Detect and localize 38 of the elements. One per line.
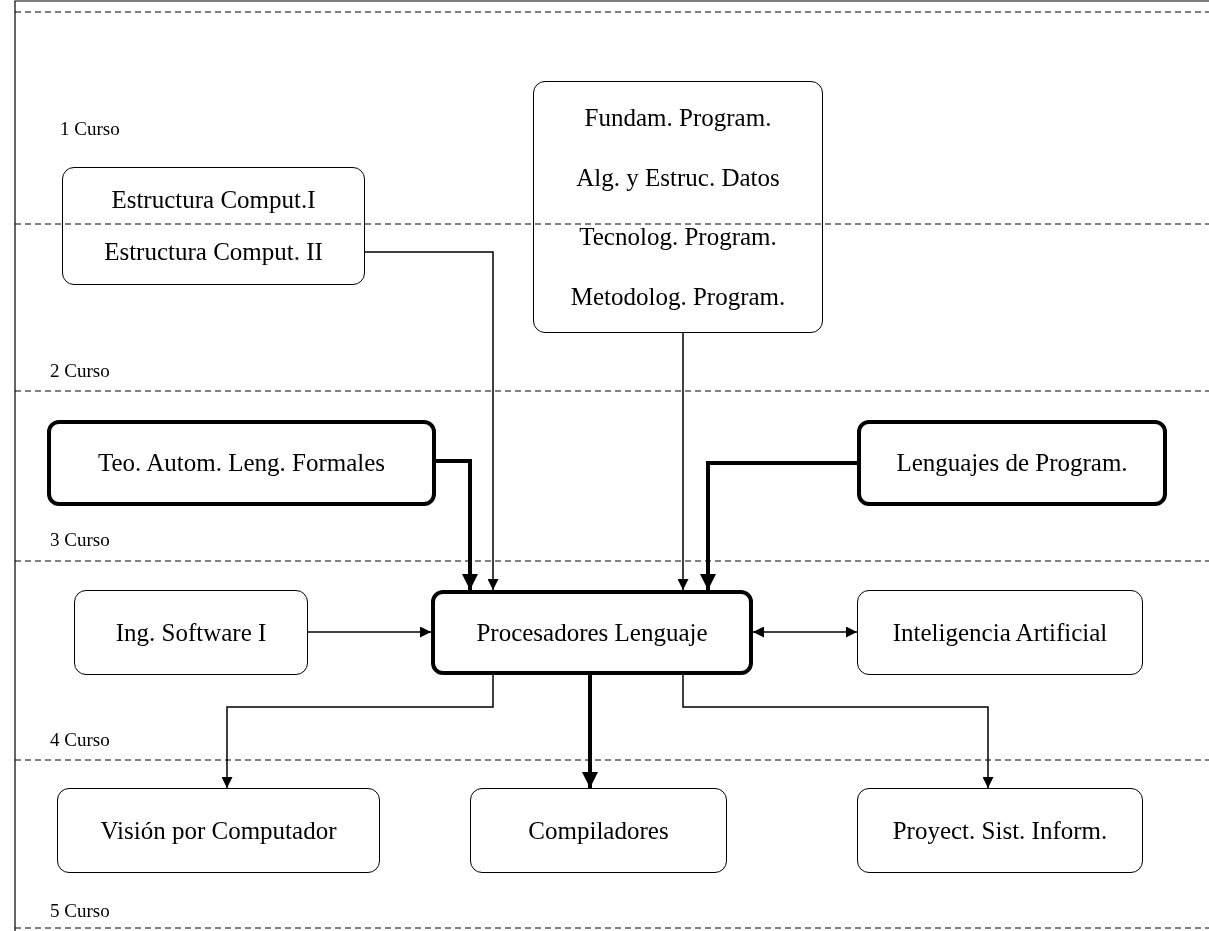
course-name: Tecnolog. Program. xyxy=(579,223,777,251)
course-box xyxy=(57,788,380,873)
course-name: Inteligencia Artificial xyxy=(892,618,1108,647)
course-name: Ing. Software I xyxy=(115,618,267,647)
course-name: Teo. Autom. Leng. Formales xyxy=(97,449,386,477)
arrow xyxy=(582,675,598,788)
course-name: Estructura Comput. II xyxy=(104,238,323,266)
course-box xyxy=(533,81,823,333)
arrow xyxy=(682,674,994,789)
course-year-label: 4 Curso xyxy=(50,729,110,751)
course-name: Alg. y Estruc. Datos xyxy=(576,163,780,191)
course-box xyxy=(47,420,436,506)
course-name: Visión por Computador xyxy=(100,816,337,845)
course-year-label: 3 Curso xyxy=(50,529,110,551)
course-box xyxy=(857,590,1143,675)
arrow xyxy=(677,332,689,591)
course-box xyxy=(74,590,308,675)
arrow xyxy=(700,461,857,590)
course-name: Estructura Comput.I xyxy=(111,186,316,214)
arrow xyxy=(307,626,432,638)
course-name: Fundam. Program. xyxy=(584,104,772,132)
course-year-label: 1 Curso xyxy=(60,118,120,140)
course-name: Metodolog. Program. xyxy=(570,282,786,310)
course-box xyxy=(470,788,727,873)
arrow xyxy=(364,251,499,591)
course-year-label: 5 Curso xyxy=(50,900,110,922)
course-name: Compiladores xyxy=(528,816,669,845)
course-box xyxy=(857,420,1167,506)
double-arrow xyxy=(752,626,858,638)
course-box xyxy=(857,788,1143,873)
arrow xyxy=(436,459,478,590)
course-name: Lenguajes de Program. xyxy=(896,449,1128,477)
course-name: Proyect. Sist. Inform. xyxy=(892,816,1108,845)
course-box xyxy=(431,590,753,675)
course-year-label: 2 Curso xyxy=(50,360,110,382)
course-box xyxy=(62,167,365,285)
course-name: Procesadores Lenguaje xyxy=(476,618,708,647)
arrow xyxy=(221,674,494,789)
